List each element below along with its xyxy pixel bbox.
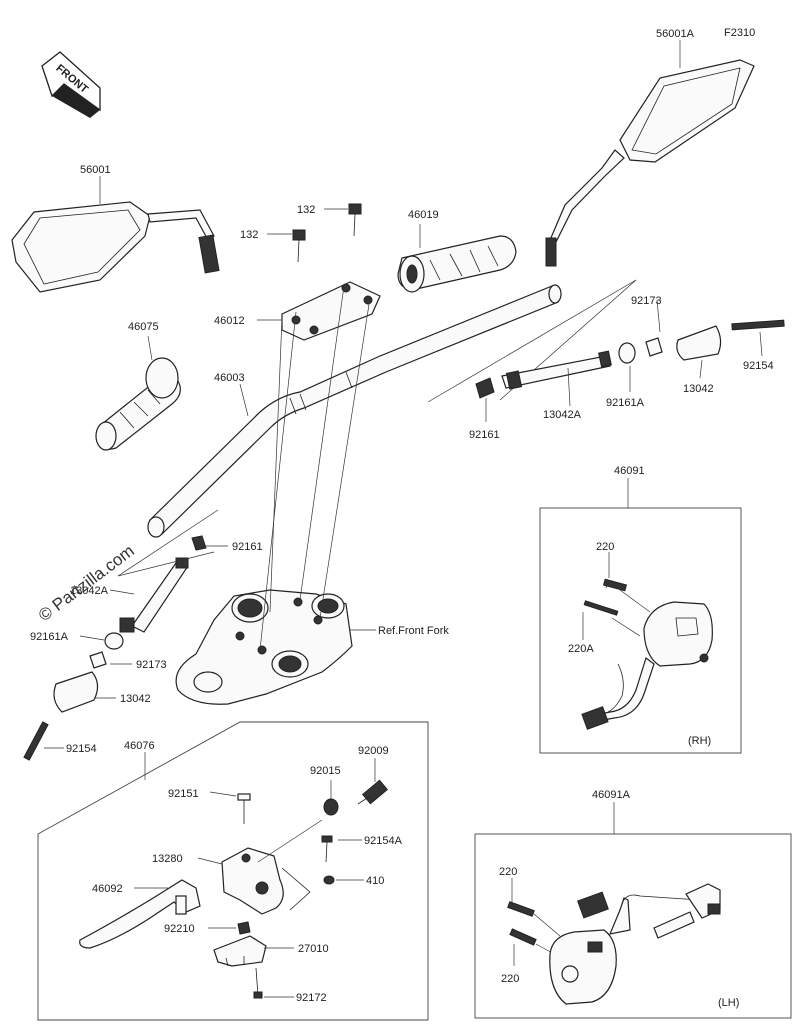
label-screw-lh-2: 220: [501, 973, 519, 985]
switch-lh-box: [474, 833, 792, 1019]
label-spacer-left: 92161A: [30, 631, 69, 643]
label-screw-stop: 92172: [296, 992, 327, 1004]
label-bolt-b: 132: [297, 204, 315, 216]
label-nut-right: 92161: [469, 429, 500, 441]
label-mirror-left: 56001: [80, 164, 111, 176]
label-shaft-left: 13042A: [70, 585, 109, 597]
bar-end-right: [427, 279, 785, 403]
switch-lh: [507, 883, 721, 1005]
mirror-left: [11, 201, 220, 293]
figure-code: F2310: [724, 27, 755, 39]
grip-right: [397, 235, 517, 293]
label-collar-right: 92173: [631, 295, 662, 307]
switch-rh: [581, 578, 713, 730]
lever-assembly: [79, 779, 388, 999]
label-screw-lh-1: 220: [499, 866, 517, 878]
label-bolt-end-left: 92154: [66, 743, 97, 755]
label-holder-lever: 13280: [152, 853, 183, 865]
label-switch-lh-assy: 46091A: [592, 789, 631, 801]
switch-rh-box: [539, 507, 742, 754]
label-weight-left: 13042: [120, 693, 151, 705]
label-fork-ref: Ref.Front Fork: [378, 625, 449, 637]
label-screw-rh: 220: [596, 541, 614, 553]
label-holder: 46012: [214, 315, 245, 327]
label-bolt-end-right: 92154: [743, 360, 774, 372]
label-lever-assy: 46076: [124, 740, 155, 752]
label-screw-holder: 92154A: [364, 835, 403, 847]
rh-tag: (RH): [688, 735, 711, 747]
label-lever: 46092: [92, 883, 123, 895]
lever-assy-box: [37, 721, 429, 1021]
fork-bracket: [175, 285, 371, 705]
label-washer-top: 92015: [310, 765, 341, 777]
label-grip-left: 46075: [128, 321, 159, 333]
bar-end-left: [23, 509, 219, 761]
label-washer: 410: [366, 875, 384, 887]
watermark: © Partzilla.com: [35, 541, 138, 625]
handlebar: [147, 284, 562, 538]
bolt-132-a: [292, 229, 306, 263]
label-switch-stop: 27010: [298, 943, 329, 955]
front-arrow-icon: FRONT: [41, 51, 101, 118]
label-grip-right: 46019: [408, 209, 439, 221]
bolt-132-b: [348, 203, 362, 237]
mirror-right: [545, 59, 755, 267]
label-screw-rh-a: 220A: [568, 643, 594, 655]
grip-left: [95, 357, 181, 451]
label-shaft-right: 13042A: [543, 409, 582, 421]
label-handlebar: 46003: [214, 372, 245, 384]
label-adjuster: 92009: [358, 745, 389, 757]
label-weight-right: 13042: [683, 383, 714, 395]
label-collar-left: 92173: [136, 659, 167, 671]
label-nut-lever: 92210: [164, 923, 195, 935]
label-spacer-right: 92161A: [606, 397, 645, 409]
lh-tag: (LH): [718, 997, 739, 1009]
label-switch-rh-assy: 46091: [614, 465, 645, 477]
handlebar-holder: [281, 281, 381, 341]
label-nut-left: 92161: [232, 541, 263, 553]
label-pin: 92151: [168, 788, 199, 800]
label-bolt-a: 132: [240, 229, 258, 241]
label-mirror-right: 56001A: [656, 28, 695, 40]
